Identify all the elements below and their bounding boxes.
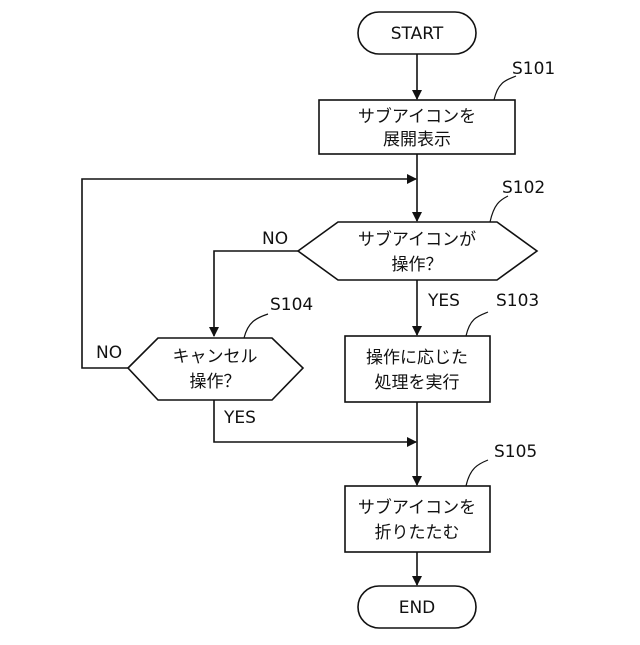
s105-line-2: 折りたたむ: [375, 523, 460, 543]
s105-step-id: S105: [494, 442, 537, 462]
s101-line-1: サブアイコンを: [358, 106, 476, 127]
s102-step-id: S102: [502, 178, 545, 198]
s104-no-label: NO: [96, 343, 122, 363]
s104-step-id: S104: [270, 295, 313, 315]
s105-line-1: サブアイコンを: [358, 497, 476, 518]
step-s104: キャンセル 操作？ S104: [128, 295, 313, 400]
s104-yes-label: YES: [223, 408, 256, 428]
s103-step-id: S103: [496, 291, 539, 311]
step-s105: サブアイコンを 折りたたむ S105: [345, 442, 537, 552]
s101-step-id: S101: [512, 59, 555, 79]
s104-line-2: 操作？: [190, 372, 241, 392]
s102-yes-label: YES: [427, 291, 460, 311]
arrow-s102-no-to-s104: [214, 251, 298, 336]
s102-line-1: サブアイコンが: [358, 229, 476, 250]
step-s102: サブアイコンが 操作？ S102: [298, 178, 545, 280]
s101-leader: [494, 76, 516, 100]
start-label: START: [391, 24, 444, 44]
s104-leader: [244, 314, 268, 338]
s102-line-2: 操作？: [392, 255, 443, 275]
step-s101: サブアイコンを 展開表示 S101: [319, 59, 555, 154]
s102-leader: [490, 196, 508, 222]
start-terminal: START: [358, 12, 476, 54]
s105-leader: [466, 460, 488, 486]
s104-line-1: キャンセル: [173, 347, 258, 367]
s103-line-2: 処理を実行: [375, 373, 460, 393]
s102-no-label: NO: [262, 229, 288, 249]
s103-leader: [466, 312, 488, 336]
end-terminal: END: [358, 586, 476, 628]
s101-line-2: 展開表示: [383, 130, 451, 150]
end-label: END: [399, 598, 436, 618]
s103-line-1: 操作に応じた: [366, 348, 468, 368]
